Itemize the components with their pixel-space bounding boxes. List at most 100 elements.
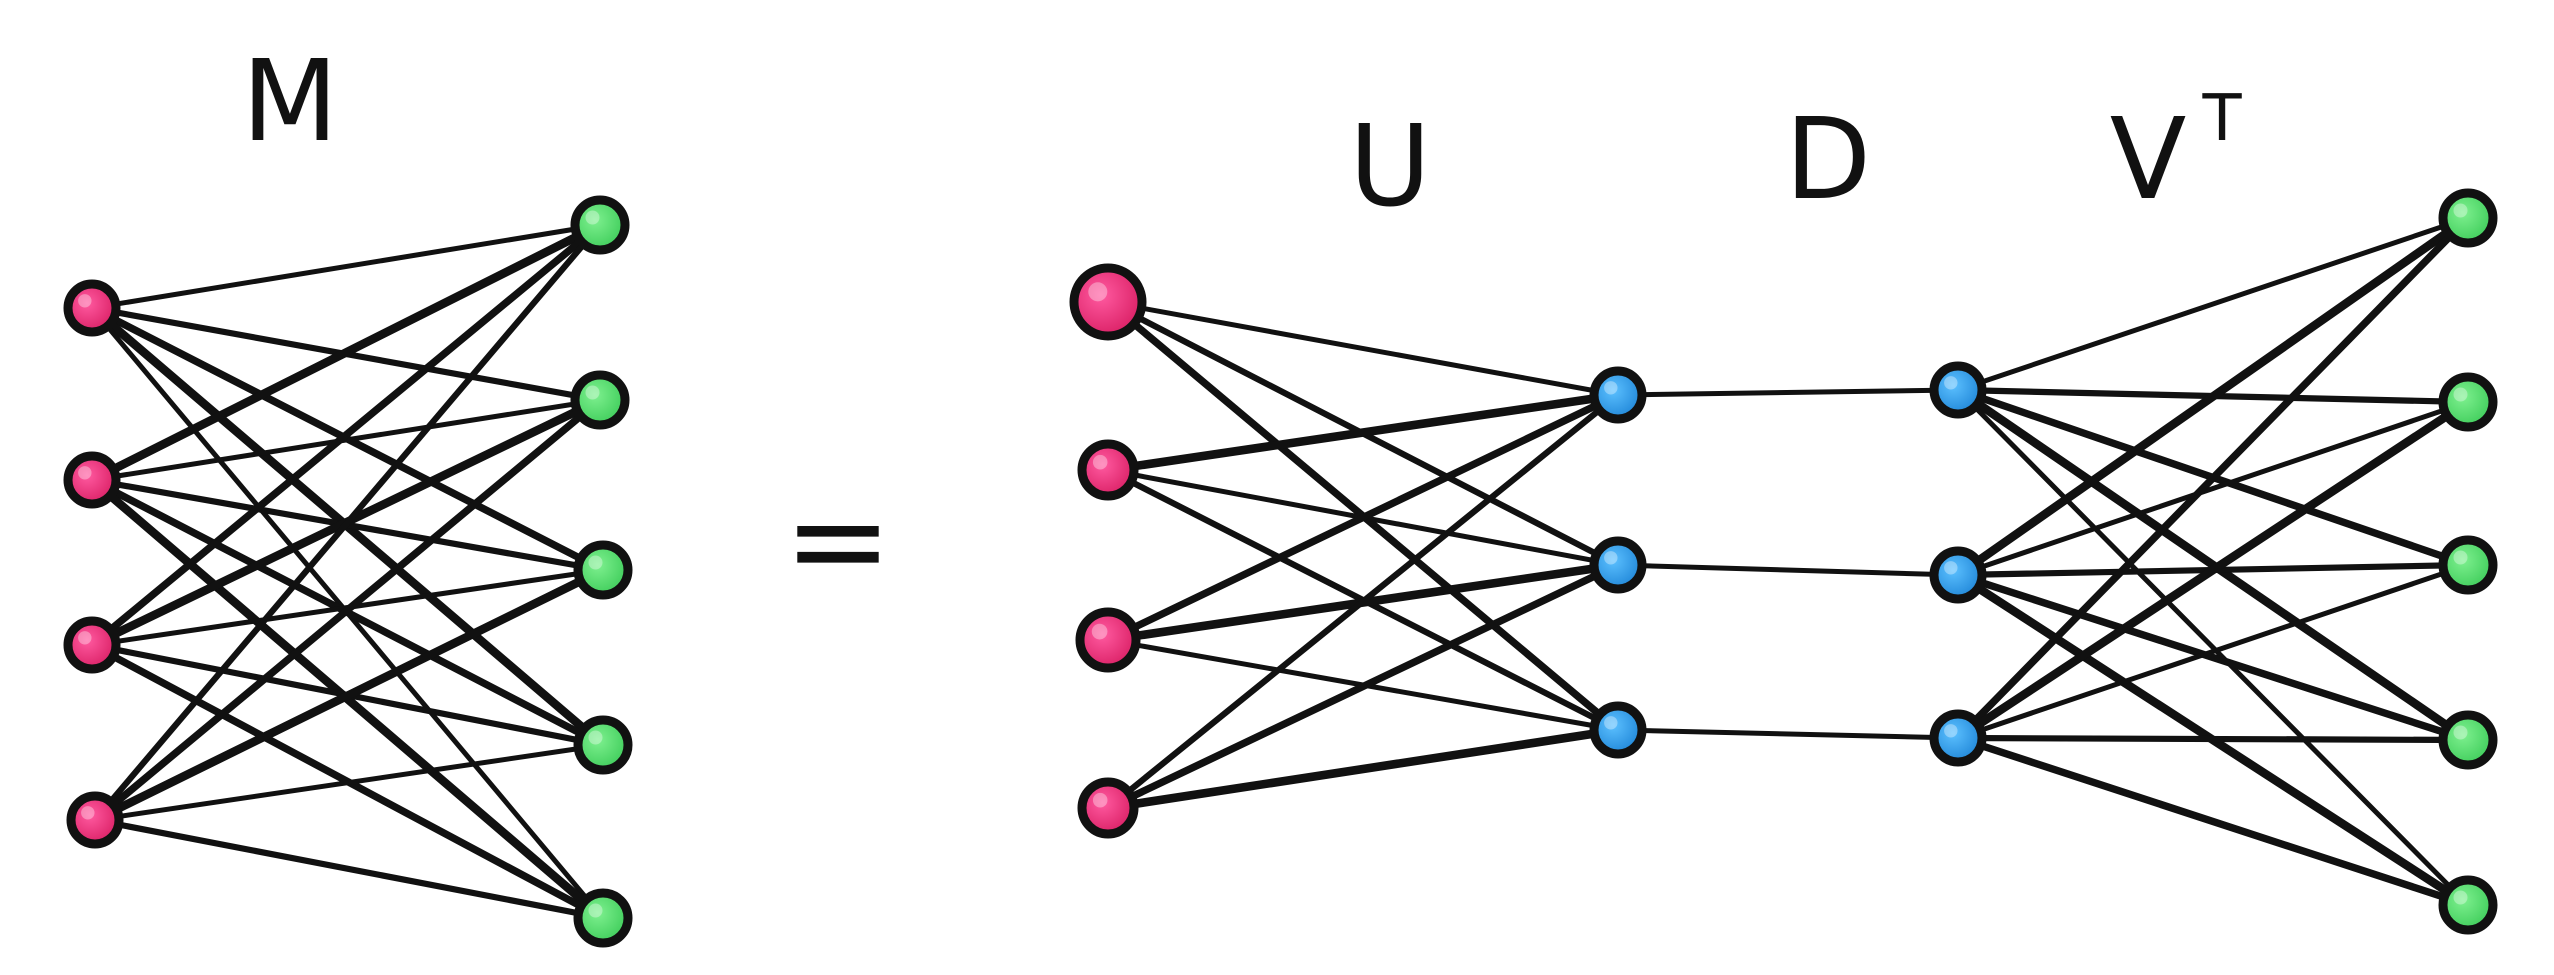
u-input-node-3 bbox=[1077, 777, 1139, 839]
label-d: D bbox=[1785, 95, 1871, 225]
u-edge-3-2 bbox=[1103, 725, 1623, 813]
u-input-node-0 bbox=[1069, 263, 1147, 341]
m-input-node-3-circle bbox=[66, 791, 124, 849]
vt-input-node-0 bbox=[1929, 361, 1987, 419]
m-input-node-0-highlight bbox=[78, 294, 92, 308]
m-output-node-4-circle bbox=[573, 888, 633, 948]
m-input-node-2 bbox=[63, 616, 121, 674]
u-output-node-1-circle bbox=[1589, 536, 1647, 594]
label-v-superscript: T bbox=[2201, 82, 2242, 156]
u-output-node-1-highlight bbox=[1604, 551, 1618, 565]
m-input-node-0 bbox=[63, 279, 121, 337]
vt-edge-2-4 bbox=[1954, 734, 2472, 909]
vt-edge-0-4 bbox=[1955, 387, 2471, 908]
vt-input-node-2 bbox=[1929, 709, 1987, 767]
labels: M = U D V T bbox=[242, 37, 2243, 616]
m-input-node-3 bbox=[66, 791, 124, 849]
vt-output-node-0-circle bbox=[2438, 188, 2498, 248]
vt-input-node-1 bbox=[1929, 546, 1987, 604]
u-input-node-2-highlight bbox=[1091, 623, 1108, 640]
m-output-node-1 bbox=[570, 370, 630, 430]
u-input-node-0-highlight bbox=[1088, 282, 1108, 302]
m-output-node-1-circle bbox=[570, 370, 630, 430]
u-output-node-2-circle bbox=[1589, 701, 1647, 759]
u-output-node-2 bbox=[1589, 701, 1647, 759]
u-input-node-1-circle bbox=[1077, 439, 1139, 501]
nodes-layer bbox=[63, 188, 2498, 948]
u-input-node-0-circle bbox=[1069, 263, 1147, 341]
u-edge-3-1 bbox=[1104, 561, 1622, 812]
m-input-node-2-highlight bbox=[78, 631, 92, 645]
u-input-node-2 bbox=[1075, 607, 1141, 673]
vt-edge-2-0 bbox=[1954, 214, 2472, 742]
m-output-node-3-circle bbox=[573, 715, 633, 775]
m-edge-1-1 bbox=[89, 397, 603, 483]
m-edge-3-4 bbox=[91, 816, 607, 922]
m-edge-2-0 bbox=[88, 221, 604, 649]
u-input-node-1-highlight bbox=[1092, 454, 1108, 470]
u-output-node-0-circle bbox=[1589, 366, 1647, 424]
m-input-node-1 bbox=[63, 451, 121, 509]
vt-output-node-1-highlight bbox=[2453, 387, 2468, 402]
m-output-node-0 bbox=[570, 195, 630, 255]
vt-output-node-2 bbox=[2438, 535, 2498, 595]
vt-output-node-1-circle bbox=[2438, 372, 2498, 432]
vt-output-node-3-highlight bbox=[2453, 725, 2468, 740]
d-edge-0 bbox=[1615, 387, 1961, 398]
vt-edge-2-3 bbox=[1954, 734, 2472, 744]
vt-output-node-3-circle bbox=[2438, 710, 2498, 770]
vt-input-node-0-circle bbox=[1929, 361, 1987, 419]
m-input-node-2-circle bbox=[63, 616, 121, 674]
u-output-node-1 bbox=[1589, 536, 1647, 594]
vt-input-node-1-circle bbox=[1929, 546, 1987, 604]
u-output-node-2-highlight bbox=[1604, 716, 1618, 730]
vt-edge-1-1 bbox=[1955, 399, 2471, 578]
vt-edge-1-0 bbox=[1953, 213, 2473, 580]
vt-edge-0-0 bbox=[1955, 215, 2471, 393]
m-output-node-0-highlight bbox=[585, 210, 600, 225]
vt-output-node-1 bbox=[2438, 372, 2498, 432]
m-input-node-1-highlight bbox=[78, 466, 92, 480]
m-edge-3-0 bbox=[91, 221, 604, 824]
m-output-node-2-circle bbox=[573, 540, 633, 600]
m-edge-3-1 bbox=[91, 396, 604, 824]
m-edge-0-0 bbox=[89, 222, 603, 311]
vt-output-node-2-circle bbox=[2438, 535, 2498, 595]
edges-layer bbox=[87, 213, 2473, 923]
m-edge-3-2 bbox=[90, 565, 608, 825]
vt-output-node-4-circle bbox=[2438, 875, 2498, 935]
m-output-node-2 bbox=[573, 540, 633, 600]
label-v: V bbox=[2110, 95, 2187, 225]
u-input-node-3-highlight bbox=[1092, 792, 1108, 808]
u-output-node-0-highlight bbox=[1604, 381, 1618, 395]
vt-output-node-0 bbox=[2438, 188, 2498, 248]
vt-edge-2-1 bbox=[1953, 397, 2473, 743]
equals-sign: = bbox=[784, 464, 893, 616]
d-edge-2 bbox=[1615, 727, 1961, 741]
u-input-node-2-circle bbox=[1075, 607, 1141, 673]
m-input-node-0-circle bbox=[63, 279, 121, 337]
m-input-node-1-circle bbox=[63, 451, 121, 509]
u-edge-3-0 bbox=[1104, 391, 1622, 812]
m-edge-1-0 bbox=[87, 220, 605, 485]
vt-edge-1-3 bbox=[1954, 571, 2472, 744]
vt-output-node-3 bbox=[2438, 710, 2498, 770]
m-output-node-4 bbox=[573, 888, 633, 948]
m-output-node-4-highlight bbox=[588, 903, 603, 918]
m-output-node-0-circle bbox=[570, 195, 630, 255]
m-output-node-3 bbox=[573, 715, 633, 775]
u-edge-0-0 bbox=[1105, 299, 1621, 398]
u-input-node-3-circle bbox=[1077, 777, 1139, 839]
vt-output-node-0-highlight bbox=[2453, 203, 2468, 218]
m-output-node-1-highlight bbox=[585, 385, 600, 400]
u-edge-1-0 bbox=[1103, 390, 1623, 475]
vt-input-node-2-highlight bbox=[1944, 724, 1958, 738]
m-input-node-3-highlight bbox=[81, 806, 95, 820]
d-edge-1 bbox=[1615, 562, 1961, 578]
m-output-node-3-highlight bbox=[588, 730, 603, 745]
vt-input-node-2-circle bbox=[1929, 709, 1987, 767]
u-input-node-1 bbox=[1077, 439, 1139, 501]
vt-input-node-1-highlight bbox=[1944, 561, 1958, 575]
m-edge-3-3 bbox=[92, 742, 606, 823]
